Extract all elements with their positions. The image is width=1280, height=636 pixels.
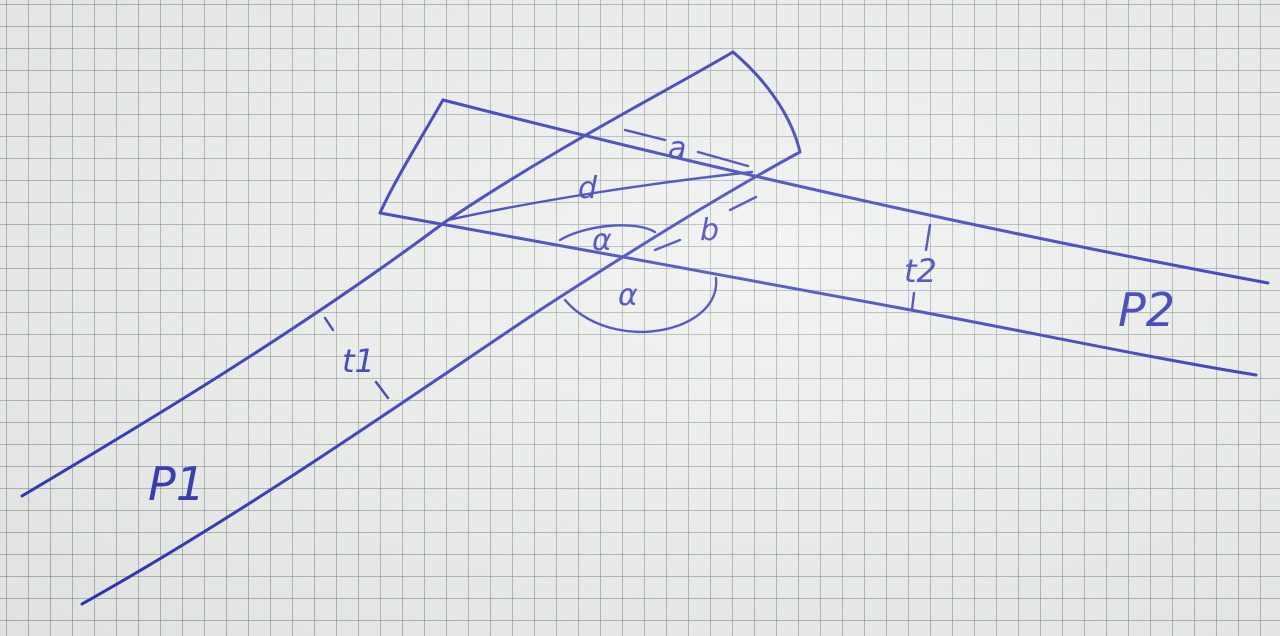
- dimension-a-right: [696, 150, 750, 168]
- p2-upper-edge: [441, 98, 1270, 285]
- p1-upper-edge: [20, 50, 735, 498]
- label-t2: t2: [904, 252, 937, 290]
- dimension-a-left: [623, 128, 667, 142]
- p1-lower-edge: [80, 150, 802, 606]
- label-d: d: [578, 171, 598, 206]
- label-alpha-upper: α: [592, 223, 612, 258]
- label-t1: t1: [342, 342, 375, 380]
- dimension-b-left: [653, 238, 682, 252]
- label-alpha-lower: α: [618, 278, 638, 313]
- p2-lower-edge: [378, 211, 1258, 377]
- t2-tick-top: [924, 223, 932, 252]
- angle-arc-upper: [558, 224, 657, 242]
- t1-tick-top: [323, 316, 335, 332]
- dimension-b-right: [728, 195, 758, 212]
- label-p2: P2: [1118, 283, 1175, 337]
- p2-end-cap: [378, 98, 445, 215]
- diagonal-d: [446, 170, 754, 222]
- label-p1: P1: [148, 457, 205, 511]
- t1-tick-bottom: [374, 380, 390, 400]
- t2-tick-bottom: [910, 291, 916, 312]
- angle-arc-lower: [563, 276, 718, 334]
- label-a: a: [668, 131, 686, 166]
- label-b: b: [700, 213, 719, 248]
- p1-end-cap: [731, 50, 802, 154]
